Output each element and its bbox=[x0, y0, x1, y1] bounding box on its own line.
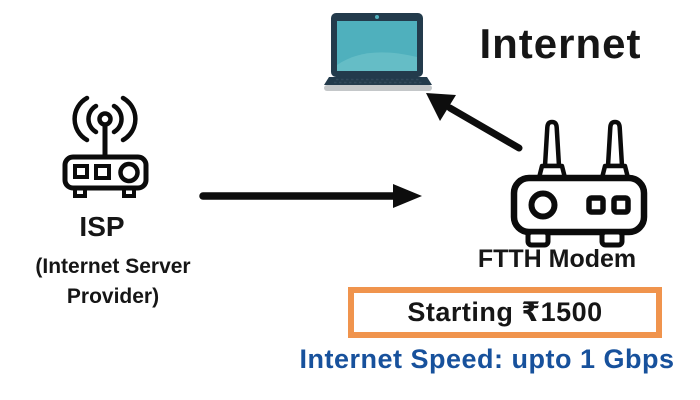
isp-title: ISP bbox=[79, 211, 125, 242]
isp-subtitle: (Internet Server Provider) bbox=[35, 255, 191, 308]
speed-label: Internet Speed: upto 1 Gbps bbox=[299, 344, 675, 374]
wifi-router-icon-svg bbox=[62, 95, 149, 198]
ftth-modem-label: FTTH Modem bbox=[477, 245, 637, 273]
arrow-up-left-svg bbox=[426, 93, 523, 152]
arrow-right-icon bbox=[194, 180, 430, 212]
price-box: Starting ₹1500 bbox=[348, 287, 662, 338]
laptop-icon bbox=[322, 5, 434, 93]
wifi-router-icon bbox=[52, 93, 158, 199]
wireless-modem-icon bbox=[507, 116, 651, 248]
laptop-icon-svg bbox=[324, 13, 432, 91]
arrow-up-left-icon bbox=[416, 84, 536, 158]
internet-label: Internet bbox=[479, 20, 642, 67]
wireless-modem-icon-svg bbox=[510, 119, 648, 248]
arrow-right-svg bbox=[199, 184, 422, 208]
price-label: Starting ₹1500 bbox=[407, 297, 603, 327]
